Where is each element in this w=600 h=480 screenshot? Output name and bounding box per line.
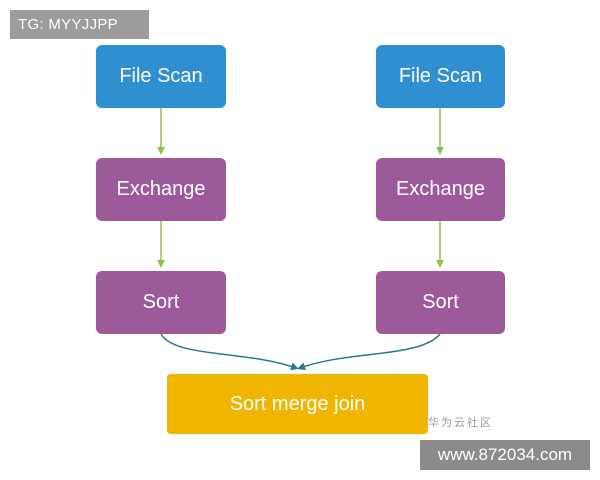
node-left-file-scan-label: File Scan bbox=[119, 65, 203, 87]
node-left-sort-label: Sort bbox=[142, 291, 180, 313]
node-right-sort: Sort bbox=[376, 271, 505, 334]
node-right-file-scan-label: File Scan bbox=[398, 65, 483, 87]
node-sort-merge-join: Sort merge join bbox=[167, 374, 428, 434]
node-right-sort-label: Sort bbox=[422, 291, 459, 313]
edge-left-sort-to-join bbox=[160, 333, 299, 371]
node-left-exchange: Exchange bbox=[96, 158, 226, 221]
watermark-top-left: TG: MYYJJPP bbox=[10, 10, 149, 39]
edge-right-sort-to-join bbox=[297, 333, 441, 371]
node-right-exchange-label: Exchange bbox=[396, 178, 485, 200]
node-right-file-scan: File Scan bbox=[376, 45, 505, 108]
node-sort-merge-join-label: Sort merge join bbox=[229, 392, 366, 415]
node-left-file-scan: File Scan bbox=[96, 45, 226, 108]
node-left-sort: Sort bbox=[96, 271, 226, 334]
node-left-exchange-label: Exchange bbox=[116, 178, 206, 200]
watermark-bottom-right: www.872034.com bbox=[420, 440, 590, 470]
watermark-brand-cn: 华为云社区 bbox=[428, 416, 493, 429]
node-right-exchange: Exchange bbox=[376, 158, 505, 221]
